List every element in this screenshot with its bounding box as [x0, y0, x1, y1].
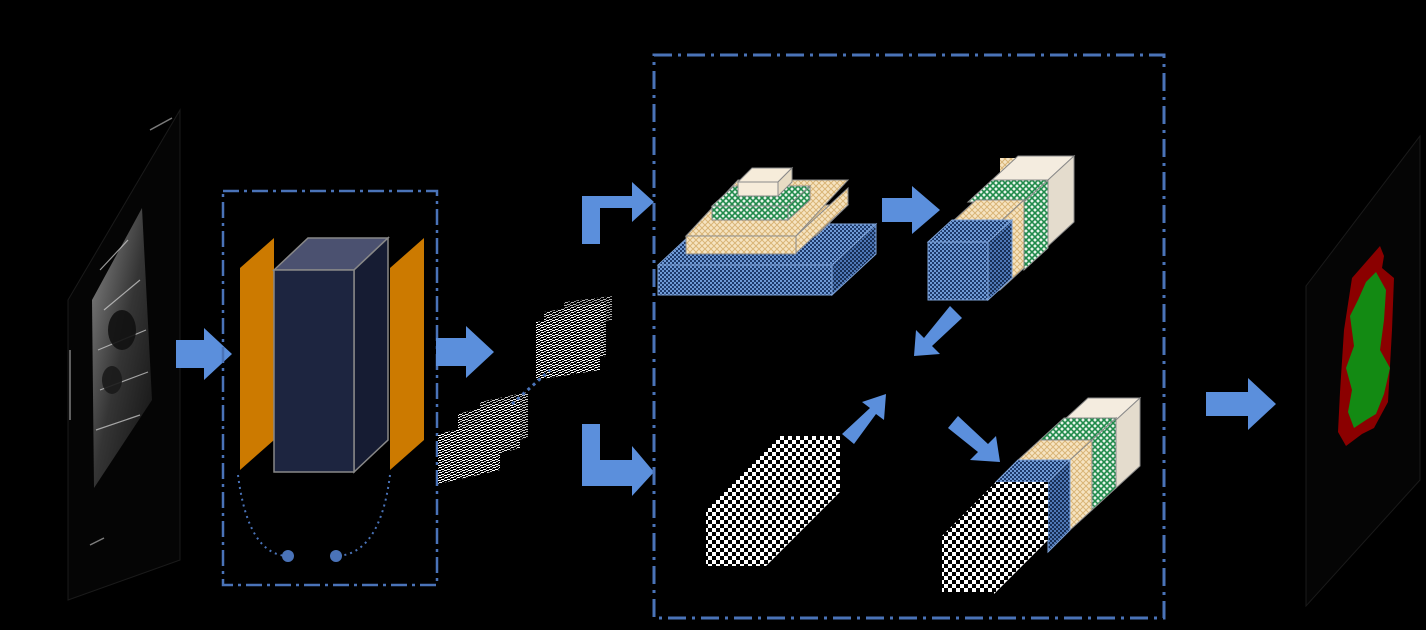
arrow-up-right	[842, 394, 886, 444]
arrow-pyramid-to-stack	[882, 186, 940, 234]
arrow-down-right	[948, 416, 1000, 462]
arrow-to-encoder	[176, 328, 232, 380]
encoder-block	[221, 189, 439, 587]
encoder-loop	[237, 474, 391, 557]
encoder-left-plate	[240, 238, 274, 470]
feature-maps	[438, 296, 612, 484]
module-frame	[652, 53, 1166, 620]
arrow-up-branch	[582, 182, 654, 244]
input-ultrasound-slice	[67, 108, 181, 601]
encoder-loop-node-right	[330, 550, 342, 562]
arrow-to-output	[1206, 378, 1276, 430]
stacked-block-top	[926, 154, 1076, 302]
arrow-down-left	[914, 306, 962, 356]
encoder-cube-side	[353, 236, 389, 474]
mask-inner	[1346, 272, 1390, 428]
pyramid-block	[656, 166, 878, 297]
stacked-block-bottom	[942, 396, 1142, 594]
encoder-frame	[221, 189, 439, 587]
arrow-down-branch	[582, 424, 654, 496]
arrow-to-features	[436, 326, 494, 378]
checker-block	[706, 436, 840, 566]
multi-scale-module	[652, 53, 1166, 620]
encoder-right-plate	[390, 238, 424, 470]
encoder-cube-front	[273, 269, 355, 473]
output-segmentation	[1305, 134, 1421, 608]
encoder-loop-node-left	[282, 550, 294, 562]
